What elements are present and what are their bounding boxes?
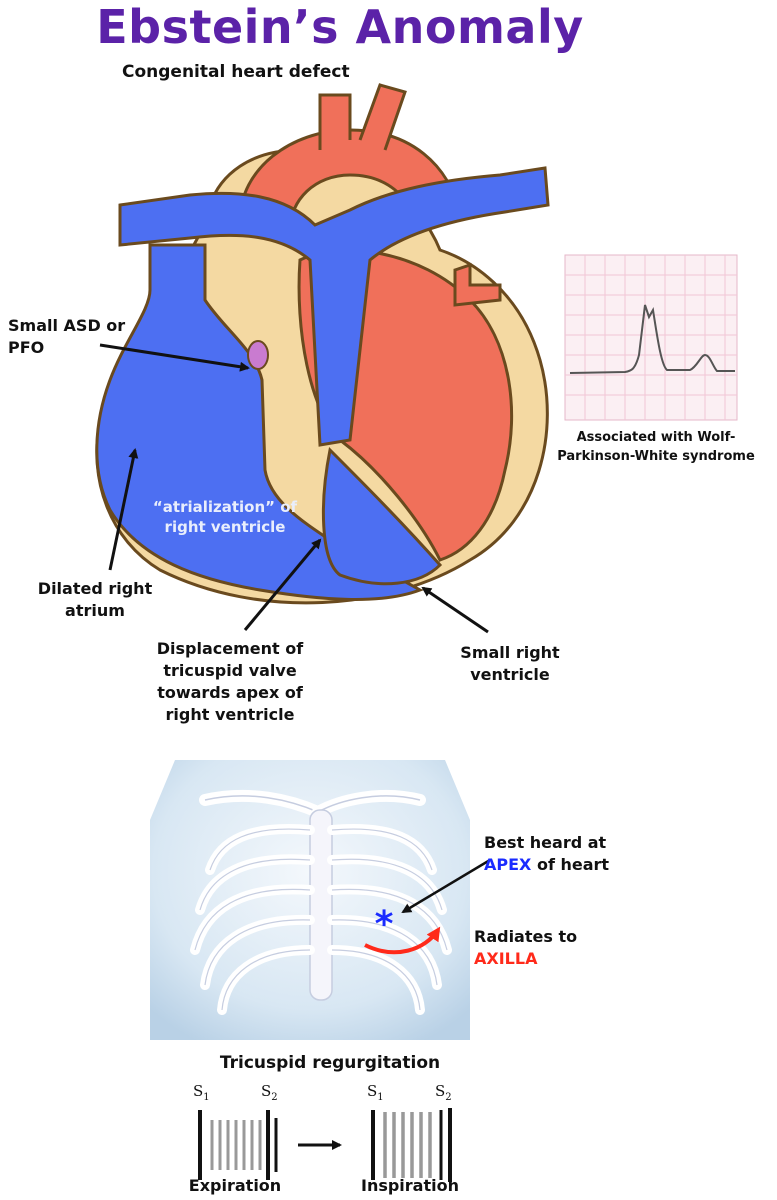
chest-illustration (150, 760, 470, 1040)
label-atrialization: “atrialization” of right ventricle (152, 498, 298, 536)
label-displacement-tricuspid: Displacement of tricuspid valve towards … (156, 639, 304, 724)
s1-label-expiration: S1 (193, 1082, 210, 1103)
label-best-heard: Best heard at APEX of heart (484, 833, 610, 874)
page-subtitle: Congenital heart defect (122, 62, 350, 82)
murmur-expiration (198, 1110, 278, 1180)
s2-label-inspiration: S2 (435, 1082, 452, 1103)
ecg-strip (564, 254, 738, 421)
asd-spot (247, 340, 269, 370)
axilla-highlight: AXILLA (474, 949, 538, 968)
apex-highlight: APEX (484, 855, 532, 874)
label-expiration: Expiration (188, 1176, 282, 1195)
page-title: Ebstein’s Anomaly (96, 0, 584, 54)
arrow-asd (99, 343, 250, 372)
murmur-title: Tricuspid regurgitation (219, 1053, 441, 1073)
label-dilated-right-atrium: Dilated right atrium (37, 579, 153, 620)
arrow-displacement (243, 538, 322, 631)
radiation-arrow (364, 926, 441, 955)
label-small-right-ventricle: Small right ventricle (460, 643, 560, 684)
right-atrium (95, 243, 424, 601)
apex-star-icon: * (375, 904, 394, 945)
pulmonary-veins (453, 262, 502, 307)
ecg-trace (569, 304, 735, 374)
s2-label-expiration: S2 (261, 1082, 278, 1103)
small-right-ventricle (321, 446, 443, 586)
s1-label-inspiration: S1 (367, 1082, 384, 1103)
arrow-apex (401, 858, 491, 914)
arrow-small-rv (421, 586, 489, 634)
aortic-branches (318, 83, 407, 151)
arrow-atrium (108, 448, 139, 571)
ecg-caption: Associated with Wolf- Parkinson-White sy… (557, 430, 755, 464)
label-small-asd: Small ASD or PFO (8, 316, 126, 357)
label-inspiration: Inspiration (360, 1176, 459, 1195)
murmur-inspiration (371, 1108, 452, 1182)
pulmonary-artery (118, 166, 550, 447)
label-radiates: Radiates to AXILLA (474, 926, 604, 970)
